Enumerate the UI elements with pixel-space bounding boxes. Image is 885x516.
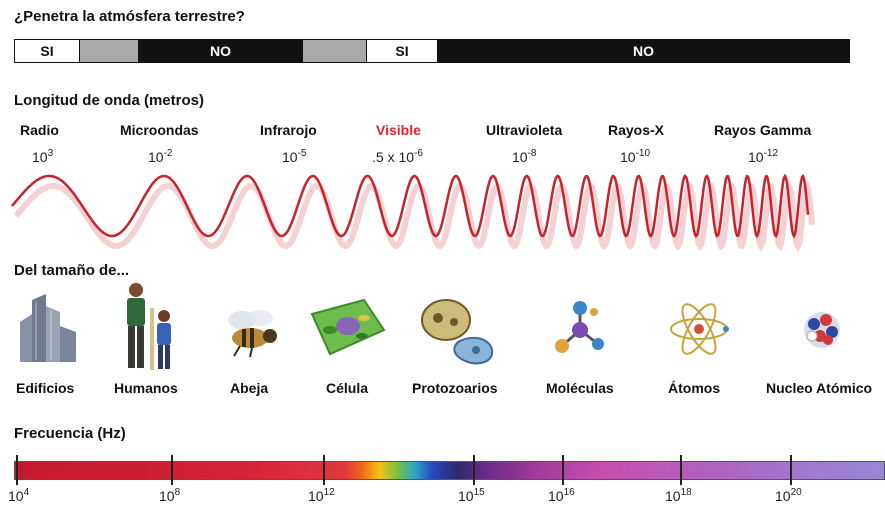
wavelength-title: Longitud de onda (metros)	[14, 92, 204, 109]
atom-icon	[670, 303, 729, 355]
protozoa-icon	[421, 299, 494, 365]
wave-graphic	[11, 173, 815, 253]
band-visible: Visible	[376, 122, 421, 138]
atm-segment-si-2: SI	[366, 40, 437, 62]
wavelength-microwave: 10-2	[148, 148, 173, 165]
atm-segment-partial-1	[79, 40, 138, 62]
freq-label-1e15: 1015	[458, 487, 485, 504]
buildings-icon	[20, 294, 76, 362]
band-microwave: Microondas	[120, 122, 199, 138]
freq-tick-1e4	[16, 455, 18, 485]
freq-label-1e18: 1018	[665, 487, 692, 504]
band-infrared: Infrarojo	[260, 122, 317, 138]
atmosphere-bar: SI NO SI NO	[14, 39, 850, 63]
size-label-humans: Humanos	[114, 380, 178, 396]
freq-label-1e16: 1016	[548, 487, 575, 504]
molecule-icon	[555, 301, 604, 353]
freq-tick-1e18	[680, 455, 682, 485]
size-label-molecules: Moléculas	[546, 380, 614, 396]
atm-segment-no-1: NO	[138, 40, 302, 62]
freq-tick-1e8	[171, 455, 173, 485]
freq-label-1e4: 104	[8, 487, 30, 504]
band-radio: Radio	[20, 122, 59, 138]
bee-icon	[228, 310, 277, 358]
size-label-cell: Célula	[326, 380, 369, 396]
frequency-title: Frecuencia (Hz)	[14, 425, 126, 442]
wavelength-gamma: 10-12	[748, 148, 779, 165]
atmosphere-question: ¿Penetra la atmósfera terrestre?	[14, 8, 245, 25]
freq-tick-1e20	[790, 455, 792, 485]
size-label-buildings: Edificios	[16, 380, 75, 396]
band-xrays: Rayos-X	[608, 122, 665, 138]
wavelength-xrays: 10-10	[620, 148, 651, 165]
freq-tick-1e15	[473, 455, 475, 485]
band-ultraviolet: Ultravioleta	[486, 122, 563, 138]
size-label-bee: Abeja	[230, 380, 269, 396]
size-label-atoms: Átomos	[668, 380, 721, 396]
atm-segment-partial-2	[302, 40, 366, 62]
frequency-spectrum-bar	[14, 461, 885, 480]
nucleus-icon	[804, 312, 840, 348]
size-label-protozoa: Protozoarios	[412, 380, 498, 396]
size-title: Del tamaño de...	[14, 262, 130, 279]
wavelength-visible: .5 x 10-6	[372, 148, 423, 165]
freq-label-1e20: 1020	[775, 487, 802, 504]
cell-icon	[310, 298, 386, 356]
atm-segment-no-2: NO	[437, 40, 849, 62]
size-label-nucleus: Nucleo Atómico	[766, 380, 873, 396]
wavelength-ultraviolet: 10-8	[512, 148, 537, 165]
wavelength-radio: 103	[32, 148, 54, 165]
wave-shadow	[13, 179, 815, 253]
wave-line	[11, 173, 810, 239]
band-gamma: Rayos Gamma	[714, 122, 812, 138]
freq-tick-1e16	[562, 455, 564, 485]
humans-icon	[127, 283, 171, 370]
wavelength-infrared: 10-5	[282, 148, 307, 165]
freq-tick-1e12	[323, 455, 325, 485]
freq-label-1e12: 1012	[308, 487, 335, 504]
atm-segment-si-1: SI	[15, 40, 79, 62]
freq-label-1e8: 108	[159, 487, 181, 504]
